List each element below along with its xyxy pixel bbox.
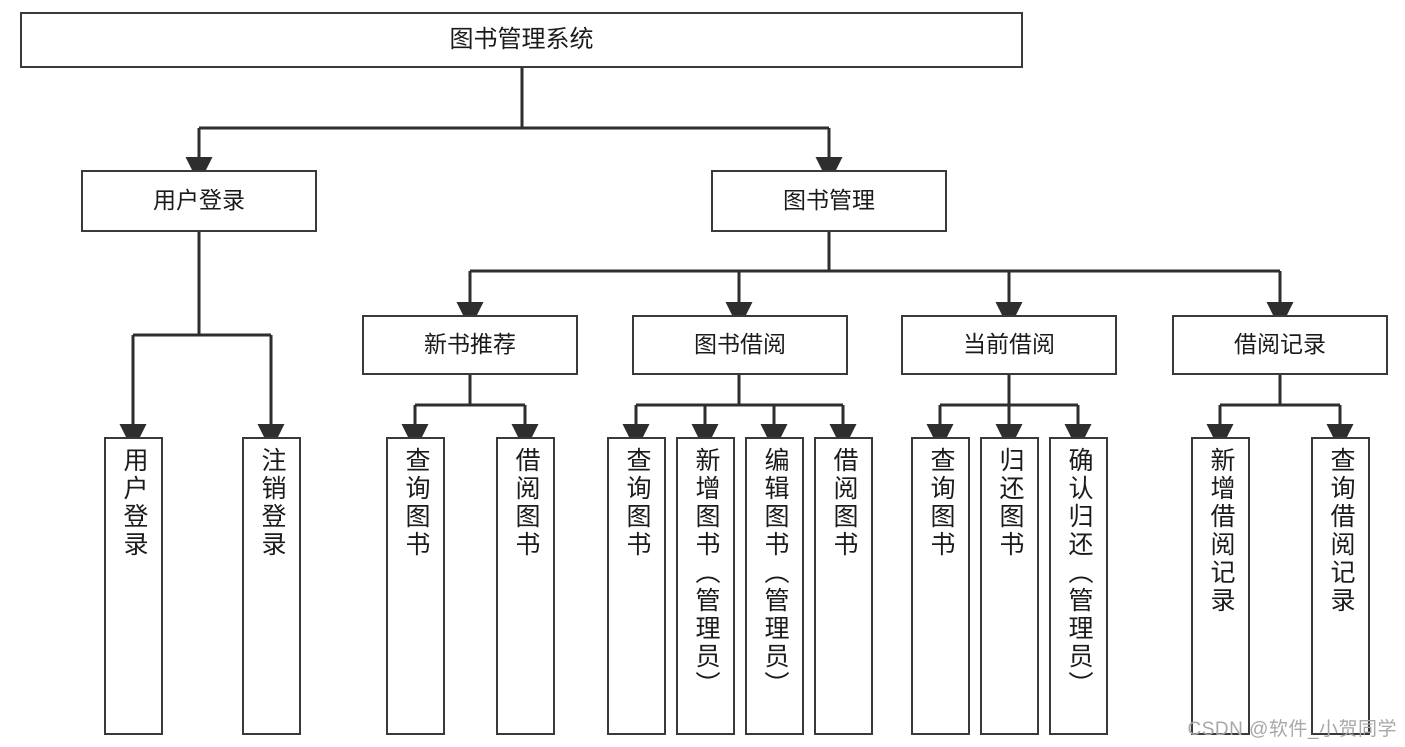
node-label: 新书推荐 [424,331,516,358]
node-label: 注销登录 [258,447,286,559]
node-label: 图书借阅 [694,331,786,358]
leaf-borrow-edit-book-admin[interactable]: 编辑图书（管理员） [745,437,804,735]
leaf-record-query-borrow-record[interactable]: 查询借阅记录 [1311,437,1370,735]
node-label: 用户登录 [153,187,245,214]
node-current-borrow[interactable]: 当前借阅 [901,315,1117,375]
leaf-user-login-login[interactable]: 用户登录 [104,437,163,735]
node-label: 图书管理 [783,187,875,214]
node-user-login[interactable]: 用户登录 [81,170,317,232]
node-label: 编辑图书（管理员） [761,447,789,699]
leaf-new-book-query-book[interactable]: 查询图书 [386,437,445,735]
node-book-borrow[interactable]: 图书借阅 [632,315,848,375]
leaf-record-add-borrow-record[interactable]: 新增借阅记录 [1191,437,1250,735]
leaf-current-query-book[interactable]: 查询图书 [911,437,970,735]
node-label: 查询借阅记录 [1327,447,1355,615]
node-label: 查询图书 [623,447,651,559]
csdn-watermark: CSDN @软件_小贺同学 [1187,719,1397,740]
node-borrow-record[interactable]: 借阅记录 [1172,315,1388,375]
node-label: 查询图书 [402,447,430,559]
node-label: 新增图书（管理员） [692,447,720,699]
leaf-current-confirm-return-admin[interactable]: 确认归还（管理员） [1049,437,1108,735]
node-label: 图书管理系统 [449,25,594,53]
leaf-borrow-query-book[interactable]: 查询图书 [607,437,666,735]
node-label: 当前借阅 [963,331,1055,358]
node-label: 归还图书 [996,447,1024,559]
leaf-borrow-add-book-admin[interactable]: 新增图书（管理员） [676,437,735,735]
leaf-new-book-borrow-book[interactable]: 借阅图书 [496,437,555,735]
node-label: 查询图书 [927,447,955,559]
node-label: 用户登录 [120,447,148,559]
node-label: 借阅图书 [512,447,540,559]
node-root-book-management-system[interactable]: 图书管理系统 [20,12,1023,68]
node-label: 借阅图书 [830,447,858,559]
node-label: 确认归还（管理员） [1065,447,1093,699]
leaf-borrow-borrow-book[interactable]: 借阅图书 [814,437,873,735]
node-label: 新增借阅记录 [1207,447,1235,615]
node-label: 借阅记录 [1234,331,1326,358]
node-new-book-recommendation[interactable]: 新书推荐 [362,315,578,375]
leaf-user-login-logout[interactable]: 注销登录 [242,437,301,735]
node-book-management[interactable]: 图书管理 [711,170,947,232]
leaf-current-return-book[interactable]: 归还图书 [980,437,1039,735]
